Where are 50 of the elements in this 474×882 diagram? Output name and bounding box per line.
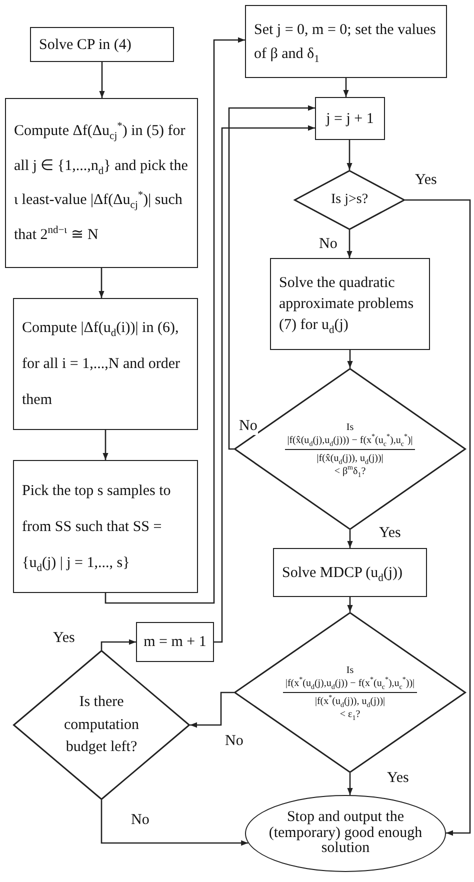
process-text: Solve MDCP (u$_{d}$(j)) bbox=[282, 564, 403, 582]
process-box bbox=[13, 298, 198, 430]
process-text: Pick the top s samples to from SS such that SS = {u$_{d}$(j) | j = 1,..., s} bbox=[22, 482, 172, 576]
process-box bbox=[136, 622, 214, 662]
terminal-text: Stop and output the (temporary) good enough solution bbox=[268, 810, 424, 858]
arrow bbox=[214, 125, 315, 643]
formula-denominator: |f(x$^{*}$(u$_{d}$(j)), u$_{d}$(j))| bbox=[314, 693, 386, 708]
decision-text: < ε$_{1}$? bbox=[340, 708, 360, 721]
terminal-ellipse bbox=[245, 795, 446, 872]
process-box bbox=[270, 258, 430, 350]
decision-diamond bbox=[294, 170, 405, 230]
arrow bbox=[100, 639, 136, 650]
process-box bbox=[273, 548, 427, 597]
process-box bbox=[5, 98, 198, 268]
process-text: Compute |Δf(u$_{d}$(i))| in (6), for all i = 1,...,N and order them bbox=[22, 319, 181, 410]
arrow bbox=[190, 692, 234, 728]
arrow bbox=[347, 597, 353, 612]
arrow bbox=[99, 62, 105, 98]
process-text: Set j = 0, m = 0; set the values of β and δ$_{1}$ bbox=[254, 20, 437, 66]
arrow bbox=[102, 430, 108, 460]
process-box bbox=[315, 97, 385, 140]
arrow bbox=[228, 105, 315, 450]
process-box bbox=[13, 460, 198, 593]
process-text: Solve CP in (4) bbox=[39, 36, 132, 54]
decision-text: Is bbox=[346, 420, 354, 434]
arrow bbox=[104, 37, 245, 604]
arrow bbox=[405, 199, 471, 836]
decision-text: Is bbox=[346, 664, 354, 677]
arrow bbox=[347, 530, 353, 548]
process-box bbox=[30, 27, 174, 62]
arrow bbox=[346, 139, 352, 170]
formula-numerator: |f(x̂(u$_{d}$(j),u$_{d}$(j))) − f(x$^{*}$(u$_{c}$$^{*}$),u$_{c}$$^{*}$)| bbox=[285, 434, 415, 450]
process-text: j = j + 1 bbox=[326, 110, 374, 128]
process-box bbox=[245, 5, 447, 78]
arrow bbox=[98, 268, 104, 298]
arrow bbox=[100, 800, 248, 846]
formula-denominator: |f(x̂(u$_{d}$(j)), u$_{d}$(j))| bbox=[316, 452, 384, 464]
arrow bbox=[346, 230, 352, 258]
decision-text: Is j>s? bbox=[330, 192, 368, 208]
decision-text: Is there computation budget left? bbox=[63, 693, 140, 758]
decision-diamond bbox=[13, 650, 190, 800]
formula-numerator: |f(x$^{*}$(u$_{d}$(j),u$_{d}$(j)) − f(x$^{*}$(u$_{c}$$^{*}$),u$_{c}$$^{*}$))| bbox=[283, 677, 417, 693]
arrow bbox=[347, 350, 353, 368]
arrow bbox=[343, 78, 349, 97]
arrow bbox=[347, 773, 353, 796]
edge-label: No bbox=[238, 418, 258, 434]
process-text: m = m + 1 bbox=[144, 633, 206, 651]
process-text: Compute Δf(Δu$_{cj}$$^{*}$) in (5) for all j ∈ {1,...,n$_{d}$} and pick the ι least-value |Δf(Δu$_{cj}$$^{*}$)| such that 2$^{nd−ι}$ ≅ N bbox=[14, 120, 189, 244]
decision-text: < β$^{m}$δ$_{1}$? bbox=[334, 464, 366, 478]
process-text: Solve the quadratic approximate problems (7) for u$_{d}$(j) bbox=[279, 274, 415, 336]
